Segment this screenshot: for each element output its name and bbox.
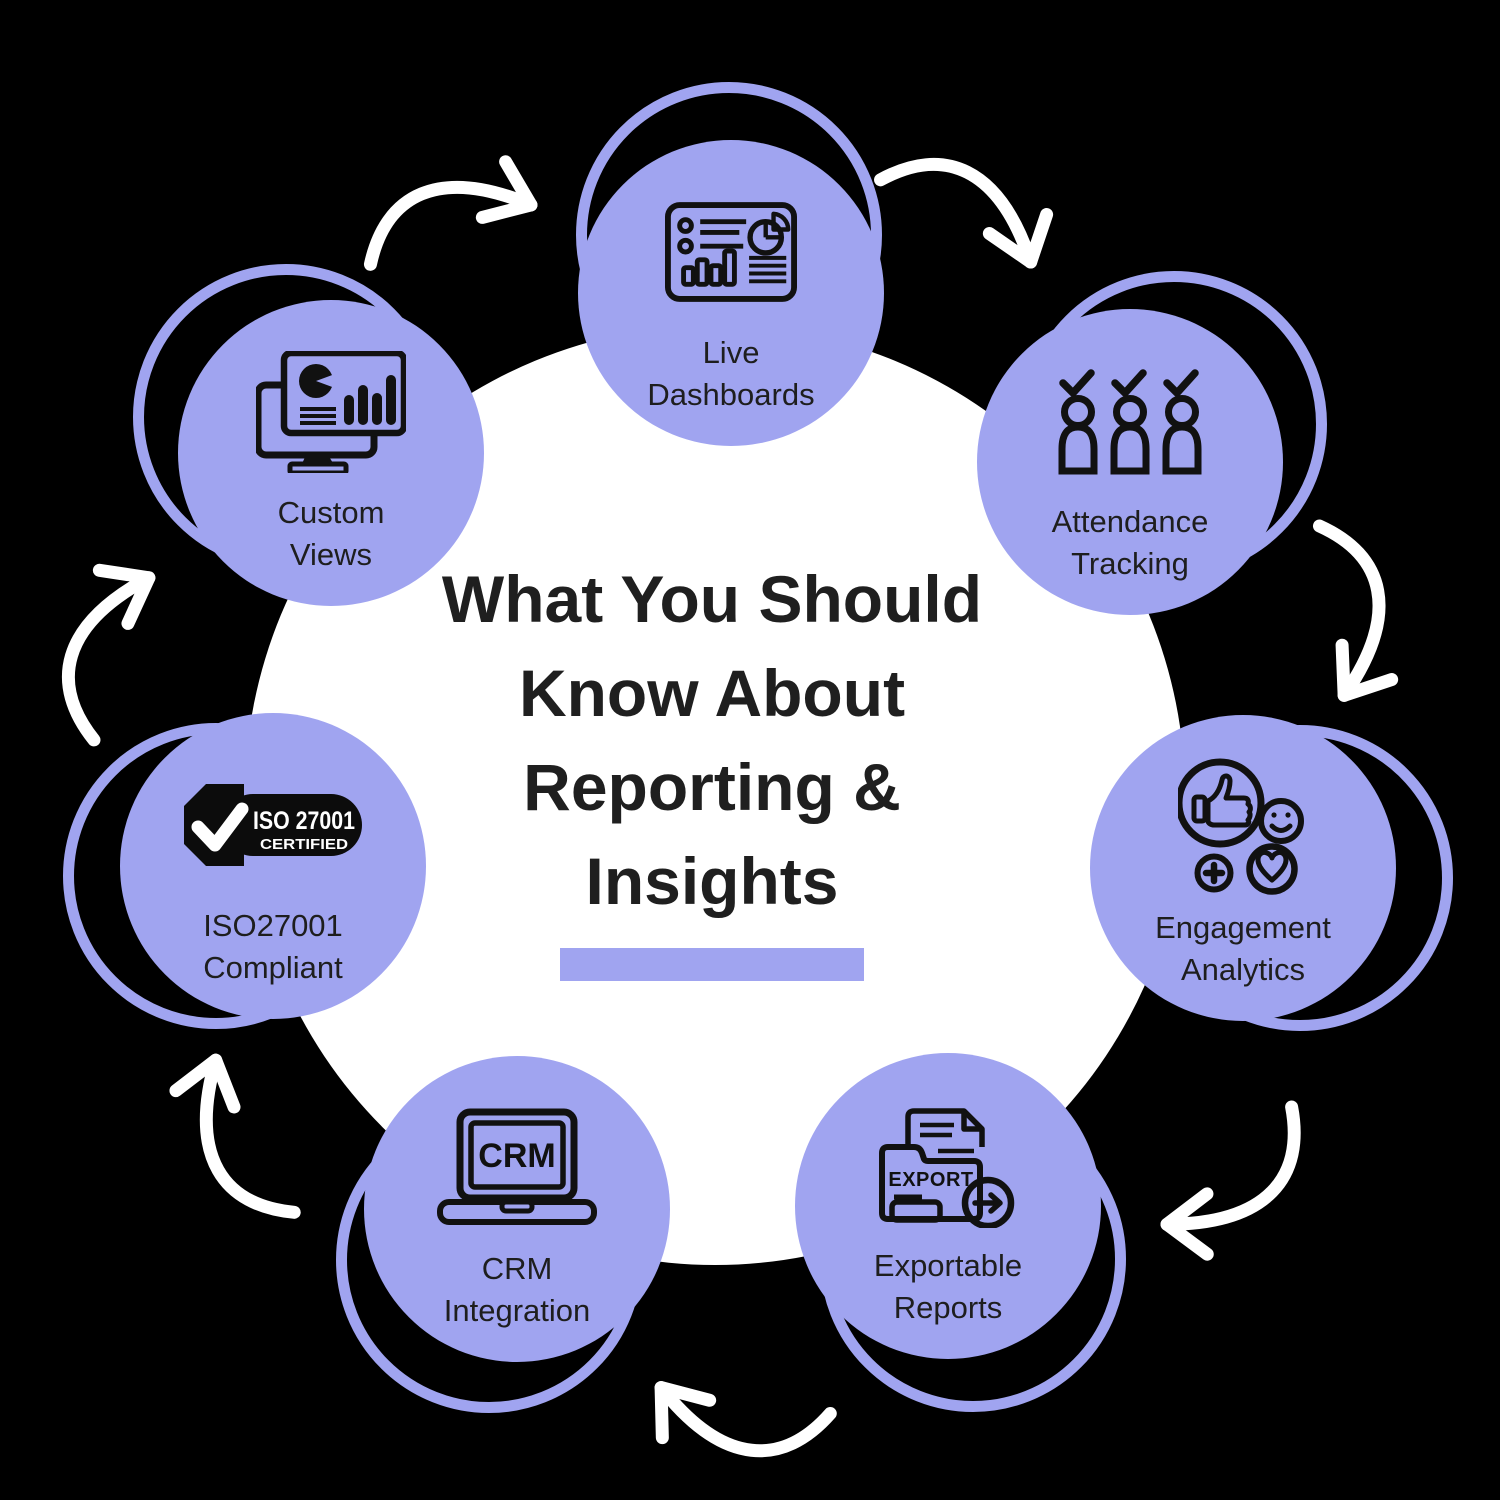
node-engagement-analytics: Engagement Analytics [1090,715,1396,1021]
node-label: Custom Views [277,495,385,572]
crm-laptop-icon: CRM [432,1098,602,1238]
curved-arrow-icon [318,91,591,329]
curved-arrow-icon [8,512,203,768]
curved-arrow-icon [612,1341,847,1499]
export-icon-text: EXPORT [888,1169,973,1191]
title-underline [560,948,864,981]
crm-icon-text: CRM [478,1137,555,1175]
node-custom-views: Custom Views [178,300,484,606]
main-title: What You Should Know About Reporting & I… [441,562,983,918]
iso-certified-badge-icon: ISO 27001 CERTIFIED [182,755,364,895]
node-label: Attendance Tracking [1051,504,1209,581]
node-label: Live Dashboards [647,335,815,412]
node-attendance-tracking: Attendance Tracking [977,309,1283,615]
dashboard-icon [665,182,797,322]
node-exportable-reports: EXPORT Exportable Reports [795,1053,1101,1359]
badge-title-text: ISO 27001 [253,807,355,835]
attendance-people-check-icon [1055,351,1205,491]
custom-views-monitor-icon [256,342,406,482]
badge-subtitle-text: CERTIFIED [260,837,348,853]
curved-arrow-icon [842,95,1111,320]
curved-arrow-icon [1253,490,1457,751]
curved-arrow-icon [104,998,357,1273]
node-label: Exportable Reports [873,1248,1023,1325]
curved-arrow-icon [1104,1054,1367,1327]
node-live-dashboards: Live Dashboards [578,140,884,446]
node-label: CRM Integration [443,1251,591,1328]
node-label: Engagement Analytics [1155,910,1331,987]
node-label: ISO27001 Compliant [203,908,343,985]
engagement-reactions-icon [1178,757,1308,897]
export-document-icon: EXPORT [878,1095,1018,1235]
node-crm-integration: CRM CRM Integration [364,1056,670,1362]
node-iso27001-compliant: ISO 27001 CERTIFIED ISO27001 Compliant [120,713,426,1019]
